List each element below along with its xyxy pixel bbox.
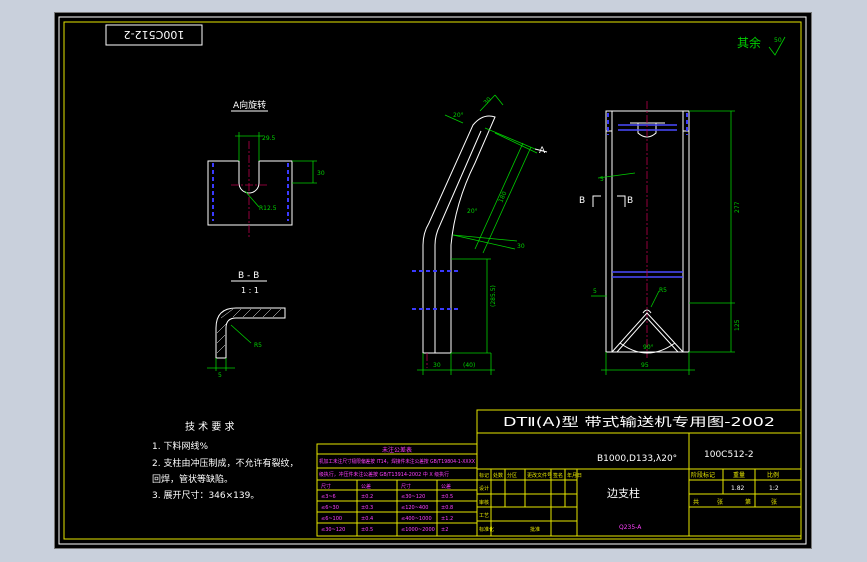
section-bb-scale: 1 : 1	[241, 286, 259, 295]
tolerance-header-cell: 尺寸	[401, 483, 411, 490]
title-material: Q235-A	[619, 524, 642, 531]
drawing-canvas: 100C512-2 其余 50 A向旋转 29.5 30 R12.5 B - B…	[55, 13, 811, 548]
side-dim-bottom-right: (40)	[463, 362, 475, 369]
roughness-value: 50	[774, 37, 782, 44]
side-dim-angle1: 20°	[453, 112, 464, 119]
tolerance-cell: ±1.2	[441, 516, 453, 522]
tech-req-item-2: 2. 支柱由冲压制成，不允许有裂纹，	[152, 457, 298, 469]
side-dim-slant: 180	[497, 190, 508, 203]
tolerance-cell: ±0.2	[361, 494, 373, 500]
front-dim-5: 5	[593, 288, 597, 295]
front-dim-angle: 90°	[643, 344, 654, 351]
tolerance-cell: ≤120~400	[401, 505, 428, 511]
side-view: 30 20° A 180 20° 30 (285.5) 30 (40)	[412, 94, 548, 375]
tolerance-cell: ≤30~120	[401, 494, 425, 500]
side-dim-bottom-left: 30	[433, 362, 441, 369]
code-box-text: 100C512-2	[124, 28, 185, 41]
title-weight-label: 重量	[733, 471, 745, 479]
view-a-dim-side: 30	[317, 170, 325, 177]
title-drawing-no: 100C512-2	[704, 450, 754, 460]
tech-req-item-3: 回焊，管状等缺陷。	[152, 473, 233, 485]
title-spec: B1000,D133,λ20°	[597, 454, 677, 464]
roughness-note: 其余	[737, 35, 761, 50]
tolerance-cell: ±0.5	[361, 527, 373, 533]
inner-border	[63, 21, 802, 540]
revision-header-cell: 标记	[479, 472, 489, 479]
tolerance-cell: ±0.3	[361, 505, 373, 511]
tolerance-header-cell: 尺寸	[321, 483, 331, 490]
section-bb-radius: R5	[254, 342, 262, 349]
view-a-rotated: A向旋转 29.5 30 R12.5	[207, 99, 325, 238]
side-dim-top: 30	[482, 96, 492, 106]
revision-header-cell: 年月日	[567, 472, 582, 479]
side-label-a: A	[539, 146, 546, 156]
signer-label: 审核	[479, 499, 489, 506]
front-dim-mark: 5	[600, 176, 604, 183]
revision-header-cell: 更改文件号	[527, 472, 552, 479]
view-a-dim-small: 29.5	[262, 135, 276, 142]
title-weight-value: 1.82	[731, 485, 745, 492]
tolerance-cell: ≤3~6	[321, 494, 336, 500]
signer-label: 工艺	[479, 513, 489, 519]
signer-label: 批准	[530, 526, 540, 533]
tolerance-cell: ±0.5	[441, 494, 453, 500]
tolerance-cell: ≤6~30	[321, 505, 339, 511]
tolerance-title: 未注公差表	[382, 446, 412, 454]
title-part-name: 边支柱	[607, 486, 640, 500]
tolerance-cell: ±0.8	[441, 505, 453, 511]
tolerance-table: 未注公差表 机加工未注尺寸极限偏差按 IT14，焊接件未注公差按 GB/T198…	[316, 443, 478, 537]
title-main: DTⅡ(A)型 带式输送机专用图-2002	[503, 414, 775, 429]
revision-header-cell: 分区	[507, 472, 517, 479]
tolerance-header-cell: 公差	[441, 483, 451, 490]
tech-req-title: 技 术 要 求	[185, 420, 235, 433]
tech-req-item-1: 1. 下料网线%	[152, 440, 208, 452]
title-stage-label: 阶段标记	[691, 471, 715, 479]
title-scale-label: 比例	[767, 471, 779, 479]
revision-header-cell: 处数	[493, 472, 503, 479]
front-dim-right: 125	[734, 319, 741, 331]
roughness-symbol	[768, 36, 786, 56]
cad-drawing: 100C512-2 其余 50 A向旋转 29.5 30 R12.5 B - B…	[58, 16, 807, 545]
section-bb-thickness: 5	[218, 372, 222, 379]
front-dim-width: 95	[641, 362, 649, 369]
front-view: B B 5 5 277 125 R5 90° 95	[579, 101, 741, 375]
tolerance-note-1: 机加工未注尺寸极限偏差按 IT14，焊接件未注公差按 GB/T19804-1-X…	[319, 458, 476, 465]
signer-label: 设计	[479, 485, 489, 492]
front-dim-height: 277	[734, 201, 741, 213]
title-scale-value: 1:2	[769, 485, 779, 492]
tolerance-cell: ≤30~120	[321, 527, 345, 533]
view-a-title: A向旋转	[233, 99, 266, 111]
title-sheet-no: 第	[745, 498, 751, 506]
tolerance-cell: ≤6~100	[321, 516, 342, 522]
view-a-radius: R12.5	[259, 205, 277, 212]
title-sheet-no-label: 张	[771, 498, 777, 506]
code-box	[105, 24, 203, 46]
tech-requirements: 技 术 要 求 1. 下料网线% 2. 支柱由冲压制成，不允许有裂纹， 回焊，管…	[152, 420, 298, 501]
front-label-b-right: B	[627, 196, 633, 206]
side-dim-extra: 30	[517, 243, 525, 250]
title-sheet-label: 张	[717, 498, 723, 506]
tolerance-cell: ±0.4	[361, 516, 373, 522]
outer-border	[58, 16, 807, 545]
tech-req-item-4: 3. 展开尺寸：346×139。	[152, 489, 259, 501]
front-label-b-left: B	[579, 196, 585, 206]
title-block: DTⅡ(A)型 带式输送机专用图-2002 B1000,D133,λ20° 10…	[476, 409, 802, 537]
signer-label: 标准化	[479, 526, 494, 533]
revision-header-cell: 签名	[553, 472, 563, 479]
tolerance-cell: ±2	[441, 527, 448, 533]
section-bb: B - B 1 : 1 R5 5	[207, 271, 286, 379]
tolerance-cell: ≤400~1000	[401, 516, 432, 522]
tolerance-header-cell: 公差	[361, 483, 371, 490]
side-dim-height: (285.5)	[490, 285, 497, 307]
tolerance-note-2: 级执行，冲压件未注公差按 GB/T13914-2002 中 X 级执行	[319, 471, 449, 478]
title-sheet-total: 共	[693, 498, 699, 506]
section-bb-title: B - B	[238, 271, 259, 281]
tolerance-cell: ≤1000~2000	[401, 527, 435, 533]
front-dim-radius: R5	[659, 287, 667, 294]
side-dim-angle2: 20°	[467, 208, 478, 215]
